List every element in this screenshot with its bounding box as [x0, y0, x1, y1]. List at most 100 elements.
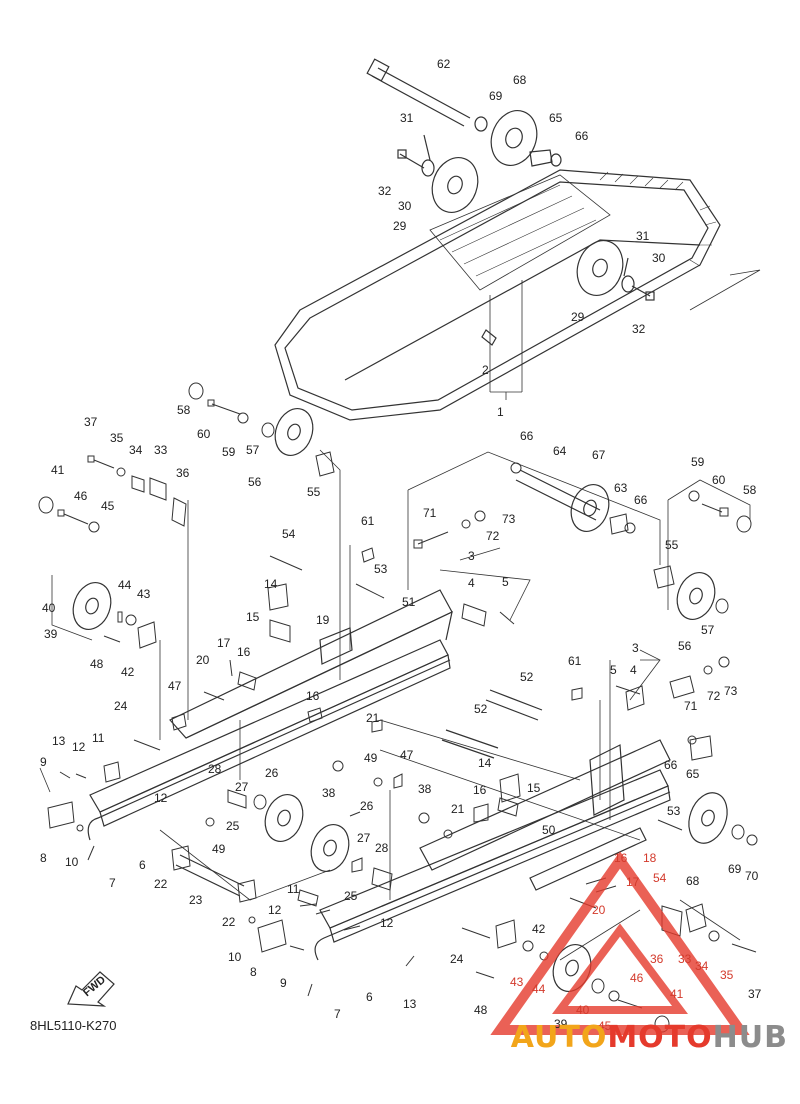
part-label-60: 60 [712, 473, 726, 487]
part-label-33: 33 [154, 443, 168, 457]
part-label-18: 18 [643, 851, 657, 865]
part-label-3: 3 [468, 549, 475, 563]
part-label-57: 57 [701, 623, 715, 637]
part-label-45: 45 [598, 1019, 612, 1033]
part-label-9: 9 [280, 976, 287, 990]
upper-axle-assembly [366, 58, 655, 346]
part-label-1: 1 [497, 405, 504, 419]
part-label-20: 20 [592, 903, 606, 917]
part-label-44: 44 [118, 578, 132, 592]
part-label-3: 3 [632, 641, 639, 655]
part-label-28: 28 [208, 762, 222, 776]
part-label-54: 54 [653, 871, 667, 885]
part-label-53: 53 [667, 804, 681, 818]
part-label-11: 11 [92, 731, 105, 745]
part-label-48: 48 [90, 657, 104, 671]
part-label-12: 12 [268, 903, 282, 917]
part-label-39: 39 [44, 627, 58, 641]
part-label-19: 19 [316, 613, 330, 627]
part-label-10: 10 [228, 950, 242, 964]
part-label-12: 12 [154, 791, 168, 805]
part-label-62: 62 [437, 57, 451, 71]
part-label-48: 48 [474, 1003, 488, 1017]
part-label-8: 8 [250, 965, 257, 979]
part-label-46: 46 [630, 971, 644, 985]
part-label-52: 52 [474, 702, 488, 716]
brand-part-2: MOTO [607, 1020, 713, 1055]
left-rail [87, 589, 453, 841]
part-label-49: 49 [364, 751, 378, 765]
part-label-73: 73 [502, 512, 516, 526]
part-label-49: 49 [212, 842, 226, 856]
brand-watermark: AUTOMOTOHUB [511, 1020, 788, 1055]
part-label-63: 63 [614, 481, 628, 495]
part-label-21: 21 [366, 711, 380, 725]
leader-lines [39, 269, 761, 961]
part-label-66: 66 [575, 129, 589, 143]
part-label-26: 26 [265, 766, 279, 780]
part-label-16: 16 [237, 645, 251, 659]
part-label-23: 23 [189, 893, 203, 907]
part-label-30: 30 [652, 251, 666, 265]
part-label-64: 64 [553, 444, 567, 458]
part-label-41: 41 [670, 987, 684, 1001]
part-label-22: 22 [222, 915, 236, 929]
part-label-66: 66 [664, 758, 678, 772]
part-label-6: 6 [139, 858, 146, 872]
part-label-69: 69 [489, 89, 503, 103]
part-label-55: 55 [307, 485, 321, 499]
part-label-14: 14 [264, 577, 278, 591]
part-label-31: 31 [400, 111, 414, 125]
part-label-51: 51 [402, 595, 416, 609]
part-label-16: 16 [614, 851, 628, 865]
part-label-38: 38 [322, 786, 336, 800]
part-label-4: 4 [468, 576, 475, 590]
part-label-34: 34 [129, 443, 143, 457]
part-label-43: 43 [137, 587, 151, 601]
part-label-61: 61 [568, 654, 582, 668]
part-label-47: 47 [400, 748, 414, 762]
part-label-66: 66 [520, 429, 534, 443]
part-label-13: 13 [403, 997, 417, 1011]
part-label-25: 25 [344, 889, 358, 903]
part-label-41: 41 [51, 463, 65, 477]
part-label-11: 11 [287, 882, 300, 896]
part-label-13: 13 [52, 734, 66, 748]
part-label-7: 7 [109, 876, 116, 890]
part-label-38: 38 [418, 782, 432, 796]
watermark-logo [490, 851, 750, 1035]
part-label-52: 52 [520, 670, 534, 684]
part-label-29: 29 [571, 310, 585, 324]
part-label-24: 24 [114, 699, 128, 713]
part-label-68: 68 [513, 73, 527, 87]
part-label-57: 57 [246, 443, 260, 457]
part-label-70: 70 [745, 869, 759, 883]
part-label-59: 59 [222, 445, 236, 459]
part-label-32: 32 [378, 184, 392, 198]
part-label-25: 25 [226, 819, 240, 833]
part-label-55: 55 [665, 538, 679, 552]
part-label-20: 20 [196, 653, 210, 667]
part-label-44: 44 [532, 982, 546, 996]
part-label-5: 5 [610, 663, 617, 677]
part-label-29: 29 [393, 219, 407, 233]
track-belt [274, 169, 721, 421]
part-label-59: 59 [691, 455, 705, 469]
part-label-34: 34 [695, 959, 709, 973]
part-label-12: 12 [72, 740, 86, 754]
part-label-71: 71 [423, 506, 437, 520]
part-label-71: 71 [684, 699, 698, 713]
part-label-8: 8 [40, 851, 47, 865]
part-label-56: 56 [678, 639, 692, 653]
part-label-58: 58 [177, 403, 191, 417]
brand-part-1: AUTO [510, 1020, 608, 1055]
part-label-50: 50 [542, 823, 556, 837]
cross-shafts [175, 469, 601, 897]
part-label-68: 68 [686, 874, 700, 888]
part-label-27: 27 [357, 831, 371, 845]
part-label-5: 5 [502, 575, 509, 589]
part-label-39: 39 [554, 1017, 568, 1031]
part-label-7: 7 [334, 1007, 341, 1021]
